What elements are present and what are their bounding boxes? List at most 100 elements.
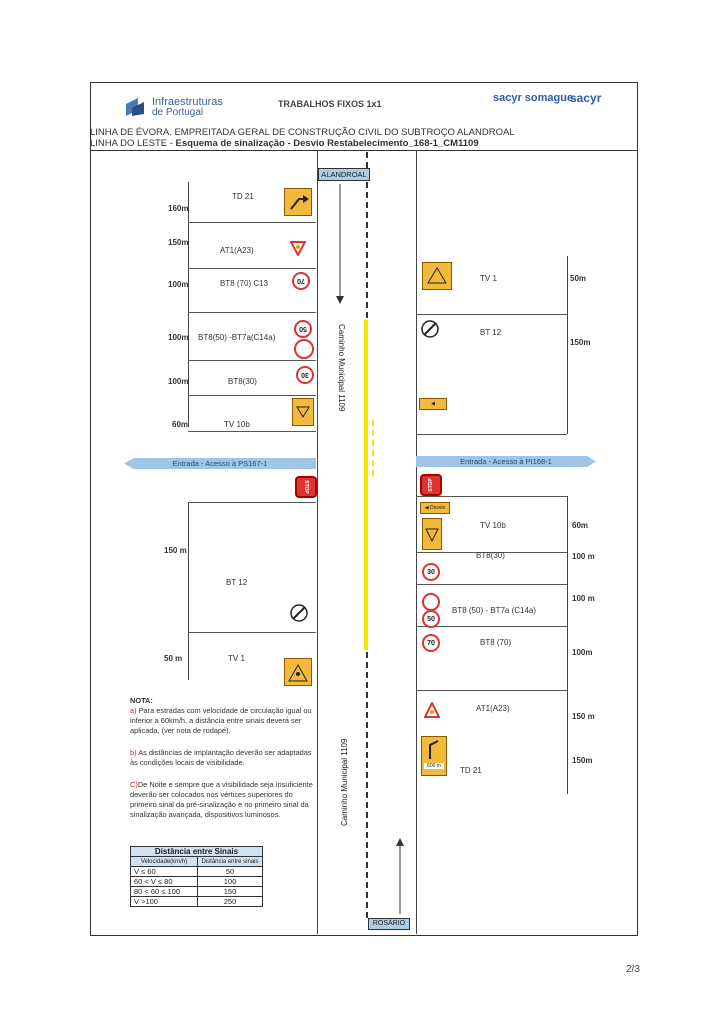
left-sep-4 bbox=[188, 360, 316, 361]
note-a-text: Para estradas com velocidade de circulaç… bbox=[130, 706, 312, 735]
note-c-text: De Noite e sempre que a visibilidade sej… bbox=[130, 780, 313, 819]
note-c: C)De Noite e sempre que a visibilidade s… bbox=[130, 780, 320, 820]
left-dist-4: 100m bbox=[168, 333, 189, 342]
right-lower-dist-4: 100m bbox=[572, 648, 593, 657]
speed-cell: 60 < V ≤ 80 bbox=[130, 876, 198, 887]
distance-table-col2: Distância entre sinais bbox=[197, 856, 263, 867]
right-lower-dist-1: 60m bbox=[572, 521, 589, 530]
left-dist-1: 160m bbox=[168, 204, 189, 213]
dist-cell: 100 bbox=[197, 876, 263, 887]
speed-cell: 80 < 60 ≤ 100 bbox=[130, 886, 198, 897]
right-lower-label-at1: AT1(A23) bbox=[476, 704, 510, 713]
desvio-arrow-sign: ◀ Desvio bbox=[420, 502, 450, 514]
left-lower-label-bt12: BT 12 bbox=[226, 578, 248, 587]
page-number: 2/3 bbox=[626, 964, 640, 975]
right-dist-1: 50m bbox=[570, 274, 587, 283]
distance-table-col1: Velocidade(km/h) bbox=[130, 856, 198, 867]
tv1-roadworks-sign-icon bbox=[284, 658, 312, 686]
header-line2-title: Esquema de sinalização - Desvio Restabel… bbox=[175, 138, 479, 149]
left-dist-3: 100m bbox=[168, 280, 189, 289]
right-lower-label-bt8-50: BT8 (50) - BT7a (C14a) bbox=[452, 606, 537, 615]
header-line1: LINHA DE ÉVORA. EMPREITADA GERAL DE CONS… bbox=[90, 127, 515, 138]
road-top-label: ALANDROAL bbox=[318, 168, 370, 181]
bt12-end-restriction-sign-icon bbox=[290, 604, 308, 622]
td21-distance: 600 m bbox=[424, 763, 444, 769]
left-label-tv10b: TV 10b bbox=[224, 420, 250, 429]
ip-logo-icon bbox=[124, 96, 146, 118]
left-label-bt8-70: BT8 (70) C13 bbox=[220, 279, 269, 288]
left-sep-1 bbox=[188, 222, 316, 223]
left-sep-3 bbox=[188, 312, 316, 313]
right-lower-sep-4 bbox=[416, 626, 567, 627]
dist-cell: 150 bbox=[197, 886, 263, 897]
at1-warning-sign-icon bbox=[289, 240, 307, 258]
right-label-tv1: TV 1 bbox=[480, 274, 497, 283]
road-bottom-label: ROSÁRIO bbox=[368, 918, 410, 930]
stop-sign-icon: STOP bbox=[295, 476, 317, 498]
header-line2-prefix: LINHA DO LESTE - bbox=[90, 138, 176, 149]
road-name-bottom: Caminho Municipal 1109 bbox=[340, 738, 349, 826]
at1-right-warning-sign-icon bbox=[423, 700, 441, 718]
distance-table: Distância entre Sinais Velocidade(km/h)D… bbox=[130, 846, 263, 907]
right-access-band: Entrada - Acesso à PI168-1 bbox=[416, 456, 596, 467]
tv10b-panel-sign-icon bbox=[292, 398, 314, 426]
speed-cell: V ≤ 60 bbox=[130, 866, 198, 877]
right-lower-dist-5: 150 m bbox=[572, 712, 595, 721]
right-lower-sep-3 bbox=[416, 584, 567, 585]
stop-right-sign-icon: STOP bbox=[420, 474, 442, 496]
detour-arrow-sign-icon: ◀ bbox=[419, 398, 447, 410]
sacyr-logo: sacyr bbox=[570, 91, 602, 105]
right-lower-label-bt8-30: BT8(30) bbox=[476, 551, 505, 560]
right-access-label: Entrada - Acesso à PI168-1 bbox=[460, 457, 552, 466]
td21-right-arrow-icon bbox=[422, 737, 446, 763]
dist-cell: 250 bbox=[197, 896, 263, 907]
note-b: b) As distâncias de implantação deverão … bbox=[130, 748, 320, 768]
header-line2: LINHA DO LESTE - Esquema de sinalização … bbox=[90, 138, 479, 149]
logo-line2: de Portugal bbox=[152, 107, 204, 118]
speed-limit-70-right-sign-icon: 70 bbox=[422, 634, 440, 652]
desvio-label: Desvio bbox=[429, 505, 446, 511]
right-lower-dist-3: 100 m bbox=[572, 594, 595, 603]
note-c-label: C) bbox=[130, 780, 138, 789]
right-upper-dimension bbox=[567, 256, 568, 434]
right-lower-sep-1 bbox=[416, 496, 567, 497]
speed-cell: V >100 bbox=[130, 896, 198, 907]
traffic-arrow-down-icon bbox=[336, 184, 344, 304]
traffic-arrow-up-icon bbox=[396, 838, 404, 914]
bt12-right-sign-icon bbox=[421, 320, 439, 338]
right-sep-2 bbox=[416, 434, 567, 435]
td21-sign-icon bbox=[284, 188, 312, 216]
road-name-top: Caminho Municipal 1109 bbox=[337, 324, 346, 412]
left-dist-2: 150m bbox=[168, 238, 189, 247]
left-dist-6: 60m bbox=[172, 420, 189, 429]
left-label-bt8-30: BT8(30) bbox=[228, 377, 257, 386]
right-lower-dist-2: 100 m bbox=[572, 552, 595, 561]
td21-right-sign: 600 m bbox=[421, 736, 447, 776]
logo-line1: Infraestruturas bbox=[152, 96, 223, 108]
left-sep-2 bbox=[188, 268, 316, 269]
drawing-frame bbox=[90, 82, 638, 936]
right-lower-sep-5 bbox=[416, 690, 567, 691]
road-left-edge bbox=[317, 150, 318, 934]
right-lower-dimension bbox=[567, 496, 568, 794]
right-lower-dist-6: 150m bbox=[572, 756, 593, 765]
left-label-at1: AT1(A23) bbox=[220, 246, 254, 255]
sacyr-somague-logo: sacyr somague bbox=[493, 92, 574, 104]
left-lower-label-tv1: TV 1 bbox=[228, 654, 245, 663]
tv1-right-sign-icon bbox=[422, 262, 452, 290]
left-access-label: Entrada - Acesso à PS167-1 bbox=[172, 459, 268, 468]
note-a: a) Para estradas com velocidade de circu… bbox=[130, 706, 320, 736]
right-lower-sep-2 bbox=[416, 552, 567, 553]
speed-limit-30-sign-icon: 30 bbox=[296, 366, 314, 384]
left-access-band: Entrada - Acesso à PS167-1 bbox=[124, 458, 316, 469]
right-lower-label-tv10b: TV 10b bbox=[480, 521, 506, 530]
document-type: TRABALHOS FIXOS 1x1 bbox=[278, 99, 382, 109]
left-lower-sep-2 bbox=[188, 632, 316, 633]
speed-limit-50-right-sign-icon: 50 bbox=[422, 610, 440, 628]
left-lower-dist-1: 150 m bbox=[164, 546, 187, 555]
left-label-td21: TD 21 bbox=[232, 192, 254, 201]
